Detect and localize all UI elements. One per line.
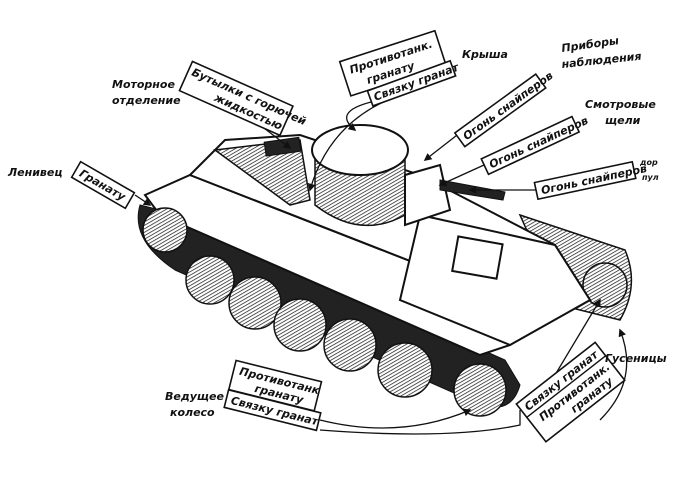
road-wheel [228,276,282,330]
label-drive-2: колесо [170,406,215,419]
road-wheel [323,318,377,372]
label-idler: Ленивец [7,166,62,179]
label-partial-1: дор [639,158,658,167]
text-sniper-2: Огонь снайперов [487,114,590,171]
label-drive-1: Ведущее [165,390,225,403]
tank-illustration [137,124,633,417]
driver-hatch [451,235,504,280]
front-plate [398,213,592,347]
leader-line [319,408,472,429]
label-tracks: Гусеницы [605,352,667,365]
far-wheel [582,262,628,308]
label-roof: Крыша [462,48,508,61]
label-engine-1: Моторное [112,78,175,91]
drive-sprocket [453,363,507,417]
leader-line [134,194,152,206]
engine-grille [263,136,302,157]
road-wheels [142,207,507,417]
label-slits-2: щели [605,114,641,127]
road-wheel [377,342,433,398]
box-idler-grenade: Гранату [70,160,136,210]
leader-line [599,328,628,421]
box-sniper-3: Огонь снайперов [533,160,648,201]
idler-wheel [142,207,188,253]
label-engine-2: отделение [112,94,181,107]
turret-roof [311,124,409,176]
box-bottles: Бутылки с горючей жидкостью [178,60,308,137]
label-slits-1: Смотровые [585,98,656,111]
label-partial-2: пул [642,173,659,182]
road-wheel [273,298,327,352]
leader-line [319,410,521,435]
road-wheel [185,255,235,305]
